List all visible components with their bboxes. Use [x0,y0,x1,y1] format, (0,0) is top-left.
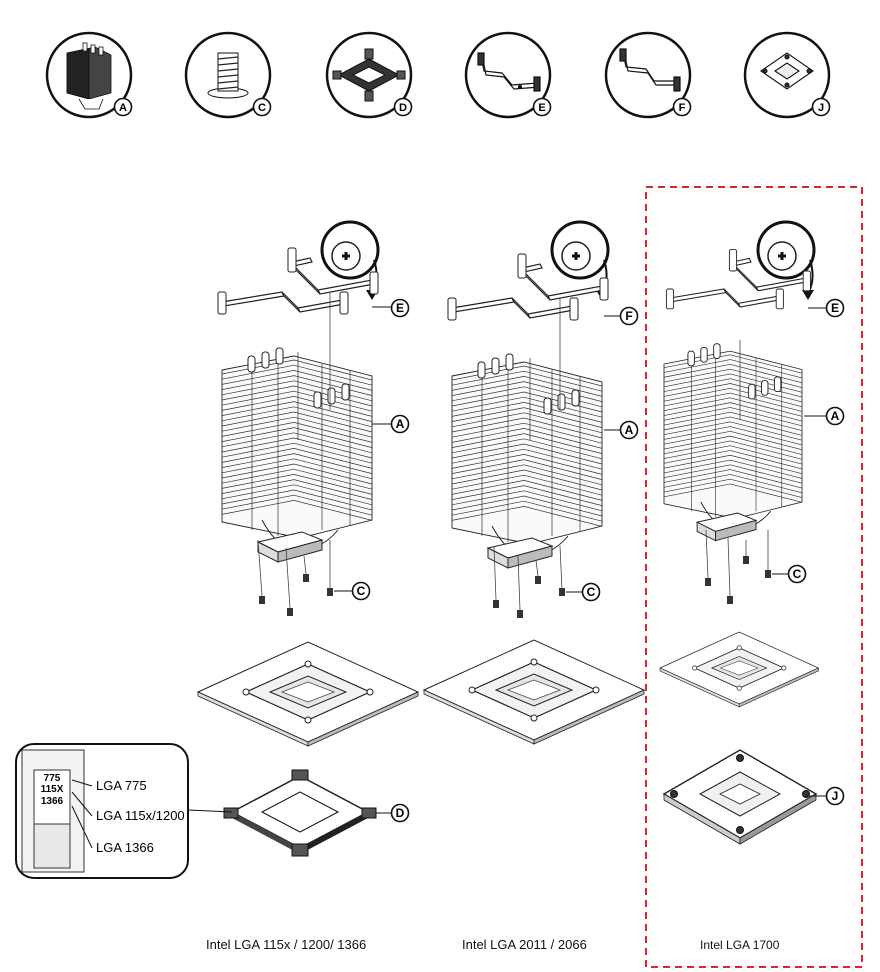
column-lga2011: F A C [423,220,645,745]
callout-e: E [396,301,404,315]
part-d: D [325,31,413,119]
lga1700-highlight-box [645,186,863,968]
heatsink-tower [451,353,603,569]
caption-lga1700: Intel LGA 1700 [700,938,780,952]
mounting-bar-e-icon [477,52,541,92]
caption-lga115x: Intel LGA 115x / 1200/ 1366 [206,937,367,952]
part-letter: E [538,102,545,114]
column-lga1700: E A C J [659,220,845,845]
zoom-detail-screw [320,220,380,300]
guide-lines [705,340,769,597]
label-lga1366: LGA 1366 [96,840,154,855]
part-e: E [464,31,552,119]
callout-a: A [625,423,634,437]
parts-row: A C [45,31,831,119]
mark-115x: 115X [41,784,64,795]
part-f: F [604,31,692,119]
callout-d: D [396,806,405,820]
callout-a: A [831,409,840,423]
callout-e: E [831,301,839,315]
lga-mark-detail: 775 115X 1366 LGA 775 LGA 115x/1200 LGA … [15,743,233,879]
callout-a: A [396,417,405,431]
part-letter: D [399,102,407,114]
heatsink-tower [221,347,373,563]
part-letter: C [258,102,266,114]
callout-f: F [625,309,632,323]
callout-c: C [587,585,596,599]
caption-lga2011: Intel LGA 2011 / 2066 [462,937,587,952]
heatsink-icon [66,42,112,110]
screw-c-set [705,556,771,604]
callout-c: C [793,567,802,581]
backplate-frame-d [223,769,377,857]
label-lga775: LGA 775 [96,778,147,793]
board-lga1700 [659,631,819,708]
screw-icon [207,52,249,99]
part-c: C [184,31,272,119]
zoom-detail-screw [756,220,816,300]
part-letter: A [119,102,127,114]
part-letter: J [818,102,824,114]
backplate-frame-icon [332,48,406,102]
column-lga115x: 775 115X 1366 LGA 775 LGA 115x/1200 LGA … [15,220,419,879]
lga1700-backplate-icon [760,52,814,90]
mark-775: 775 [44,773,61,784]
backplate-j [662,749,818,845]
screw-c-set [259,574,333,616]
screw-c-set [493,576,565,618]
board-lga2011 [423,639,645,745]
guide-lines [257,292,331,609]
label-lga115x: LGA 115x/1200 [96,808,185,823]
mark-1366: 1366 [41,796,64,807]
callout-c: C [357,584,366,598]
part-a: A [45,31,133,119]
zoom-detail-screw [550,220,610,300]
mounting-bar-f-icon [619,48,681,92]
guide-lines [493,298,563,611]
heatsink-tower [663,343,803,542]
callout-j: J [832,789,839,803]
part-j: J [743,31,831,119]
board-lga115x [197,641,419,747]
part-letter: F [679,102,686,114]
